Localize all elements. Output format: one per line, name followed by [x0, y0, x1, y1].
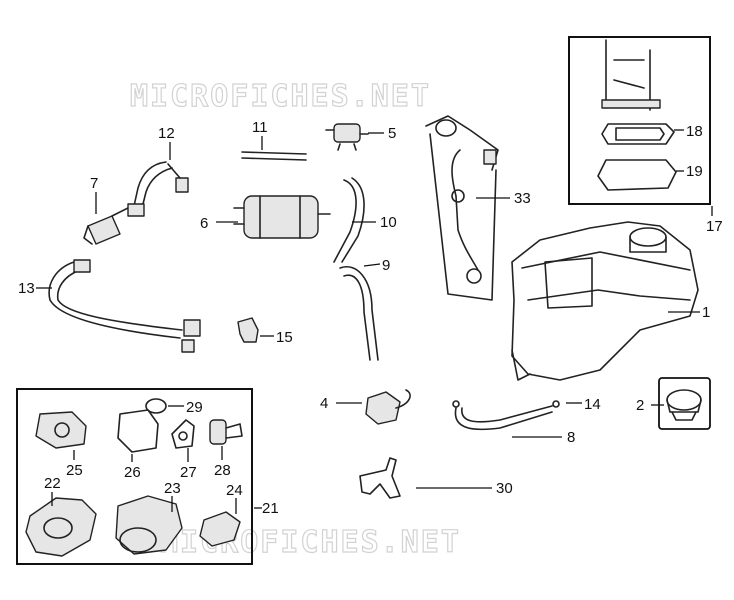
- callout-14: 14: [584, 396, 601, 413]
- throttle-body[interactable]: [115, 495, 183, 555]
- idle-air-valve[interactable]: [199, 511, 241, 547]
- callout-25: 25: [66, 462, 83, 479]
- callout-6: 6: [200, 215, 208, 232]
- callout-29: 29: [186, 399, 203, 416]
- callout-17: 17: [706, 218, 723, 235]
- callout-18: 18: [686, 123, 703, 140]
- intake-manifold[interactable]: [25, 497, 97, 557]
- fuel-level-sender[interactable]: [425, 115, 499, 301]
- callout-8: 8: [567, 429, 575, 446]
- callout-26: 26: [124, 464, 141, 481]
- callout-22: 22: [44, 475, 61, 492]
- callout-23: 23: [164, 480, 181, 497]
- callout-13: 13: [18, 280, 35, 297]
- charcoal-canister[interactable]: [233, 195, 331, 239]
- callout-27: 27: [180, 464, 197, 481]
- callout-24: 24: [226, 482, 243, 499]
- callout-2: 2: [636, 397, 644, 414]
- vent-hose[interactable]: [333, 177, 365, 263]
- o-ring[interactable]: [145, 398, 167, 414]
- fuel-line-upper[interactable]: [127, 161, 189, 217]
- throttle-gasket[interactable]: [117, 409, 159, 453]
- fuel-tank[interactable]: [511, 221, 699, 381]
- callout-19: 19: [686, 163, 703, 180]
- leader-9: [363, 263, 381, 267]
- callout-4: 4: [320, 395, 328, 412]
- callout-30: 30: [496, 480, 513, 497]
- callout-11: 11: [252, 119, 268, 136]
- callout-1: 1: [702, 304, 710, 321]
- fuel-line-long[interactable]: [48, 259, 201, 353]
- fuel-cap-frame: [658, 377, 711, 430]
- tank-bracket[interactable]: [359, 457, 401, 499]
- breather-hose[interactable]: [339, 266, 379, 361]
- pump-gasket[interactable]: [597, 159, 677, 191]
- callout-5: 5: [388, 125, 396, 142]
- fuel-pump-inset-frame: [568, 36, 711, 205]
- throttle-sensor-housing[interactable]: [35, 411, 87, 449]
- callout-28: 28: [214, 462, 231, 479]
- callout-9: 9: [382, 257, 390, 274]
- straight-hose[interactable]: [241, 151, 307, 161]
- hose-clips[interactable]: [452, 400, 560, 431]
- inline-fuel-filter[interactable]: [83, 207, 133, 245]
- callout-10: 10: [380, 214, 397, 231]
- callout-33: 33: [514, 190, 531, 207]
- temperature-sensor[interactable]: [209, 419, 243, 445]
- sensor-bracket[interactable]: [171, 419, 195, 449]
- watermark-top: MICROFICHES.NET: [130, 79, 431, 114]
- callout-12: 12: [158, 125, 175, 142]
- throttle-body-inset-frame: [16, 388, 253, 565]
- fuel-valve[interactable]: [365, 389, 411, 425]
- callout-7: 7: [90, 175, 98, 192]
- callout-15: 15: [276, 329, 293, 346]
- fuel-pump-assembly[interactable]: [601, 39, 661, 111]
- fuel-cap[interactable]: [666, 389, 702, 421]
- small-fuel-filter[interactable]: [325, 123, 369, 151]
- pump-flange[interactable]: [601, 123, 675, 145]
- elbow-fitting[interactable]: [237, 317, 259, 343]
- callout-21: 21: [262, 500, 279, 517]
